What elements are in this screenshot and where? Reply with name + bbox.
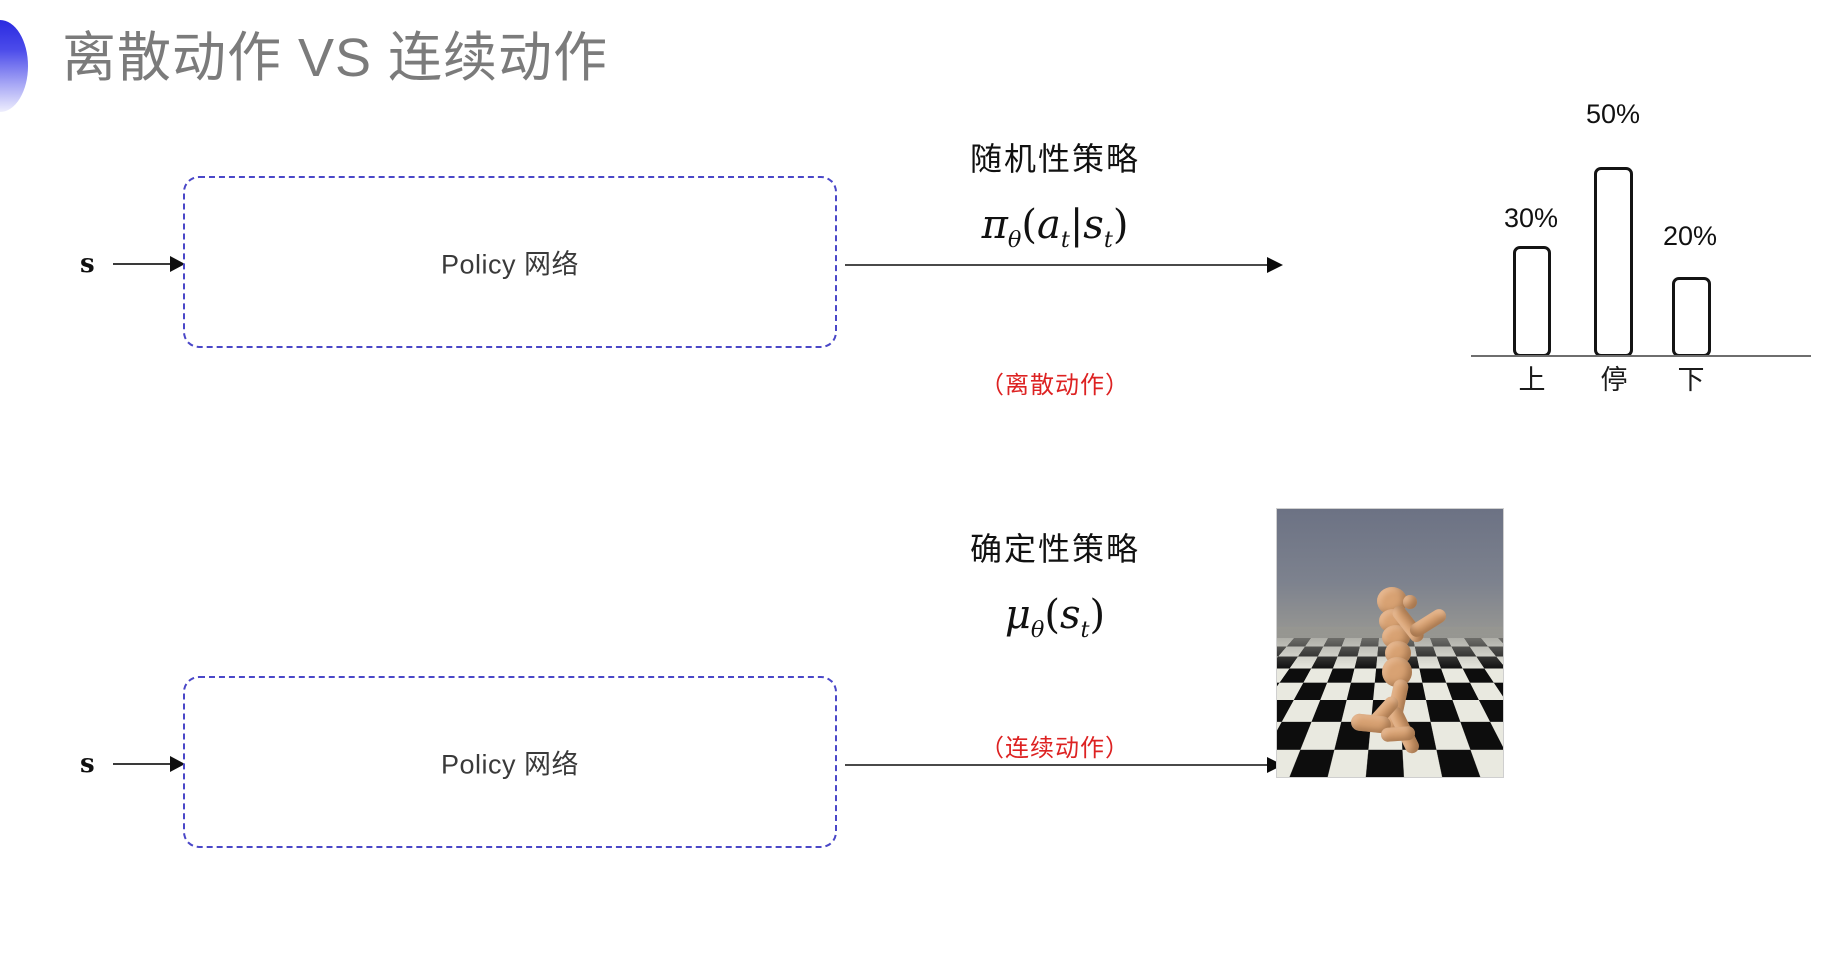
category-label-up: 上 [1518,365,1546,395]
state-input-label-discrete: s [80,249,95,279]
formula-arg2-subscript: t [1103,227,1113,253]
humanoid-simulation-image: mujoco-humanoid-kneeling-on-checkerboard… [1276,508,1504,778]
input-arrow-continuous [113,756,185,772]
formula-close-paren: ) [1089,592,1106,638]
bar-down[interactable] [1672,277,1711,357]
continuous-action-row: s Policy 网络 确定性策略 μθ(st) （连续动作） [0,480,1846,966]
annotation-continuous: 确定性策略 μθ(st) [885,524,1225,643]
chart-plot-area: 30% 50% 20% 上 停 下 [1471,95,1846,395]
formula-function-symbol: π [981,202,1008,248]
formula-arg1-subscript: t [1080,617,1090,643]
action-probability-bar-chart: 30% 50% 20% 上 停 下 [1471,95,1846,395]
formula-close-paren: ) [1112,202,1129,248]
humanoid-hand [1403,595,1417,609]
annotation-note-wrap-discrete: （离散动作） [885,365,1225,400]
humanoid-front-foot [1380,725,1416,743]
policy-network-label-discrete: Policy 网络 [440,249,580,280]
annotation-heading-continuous: 确定性策略 [969,531,1140,567]
formula-function-subscript: θ [1030,617,1045,643]
annotation-discrete: 随机性策略 πθ(at|st) [885,134,1225,253]
annotation-note-continuous: （连续动作） [980,735,1130,762]
formula-arg1: a [1036,202,1061,248]
formula-arg1-subscript: t [1060,227,1070,253]
input-arrow-discrete [113,256,185,272]
formula-function-subscript: θ [1007,227,1022,253]
bar-value-label: 20% [1662,221,1718,251]
formula-arg1: s [1059,592,1081,638]
bar-stop[interactable] [1594,167,1633,357]
bar-value-label: 30% [1503,203,1559,233]
annotation-note-wrap-continuous: （连续动作） [885,728,1225,763]
bar-up[interactable] [1513,246,1551,357]
formula-open-paren: ( [1021,202,1037,248]
formula-open-paren: ( [1044,592,1060,638]
policy-network-box-continuous[interactable]: Policy 网络 [183,676,837,848]
state-input-label-continuous: s [80,749,95,779]
formula-conditional-bar: | [1069,202,1084,248]
output-arrow-discrete [845,257,1283,273]
bar-value-label: 50% [1585,99,1641,129]
page-title: 离散动作 VS 连续动作 [62,28,609,88]
output-arrow-continuous [845,757,1283,773]
formula-arg2: s [1083,202,1104,248]
policy-network-label-continuous: Policy 网络 [440,749,580,780]
category-label-down: 下 [1677,365,1705,395]
chart-baseline-axis [1471,355,1811,357]
category-label-stop: 停 [1600,365,1628,395]
annotation-heading-discrete: 随机性策略 [969,141,1140,177]
formula-function-symbol: μ [1004,592,1031,638]
annotation-formula-continuous: μθ(st) [885,592,1225,643]
policy-network-box-discrete[interactable]: Policy 网络 [183,176,837,348]
annotation-note-discrete: （离散动作） [980,372,1130,399]
discrete-action-row: s Policy 网络 随机性策略 πθ(at|st) （离散动作） 30% 5… [0,0,1846,480]
annotation-formula-discrete: πθ(at|st) [885,202,1225,253]
